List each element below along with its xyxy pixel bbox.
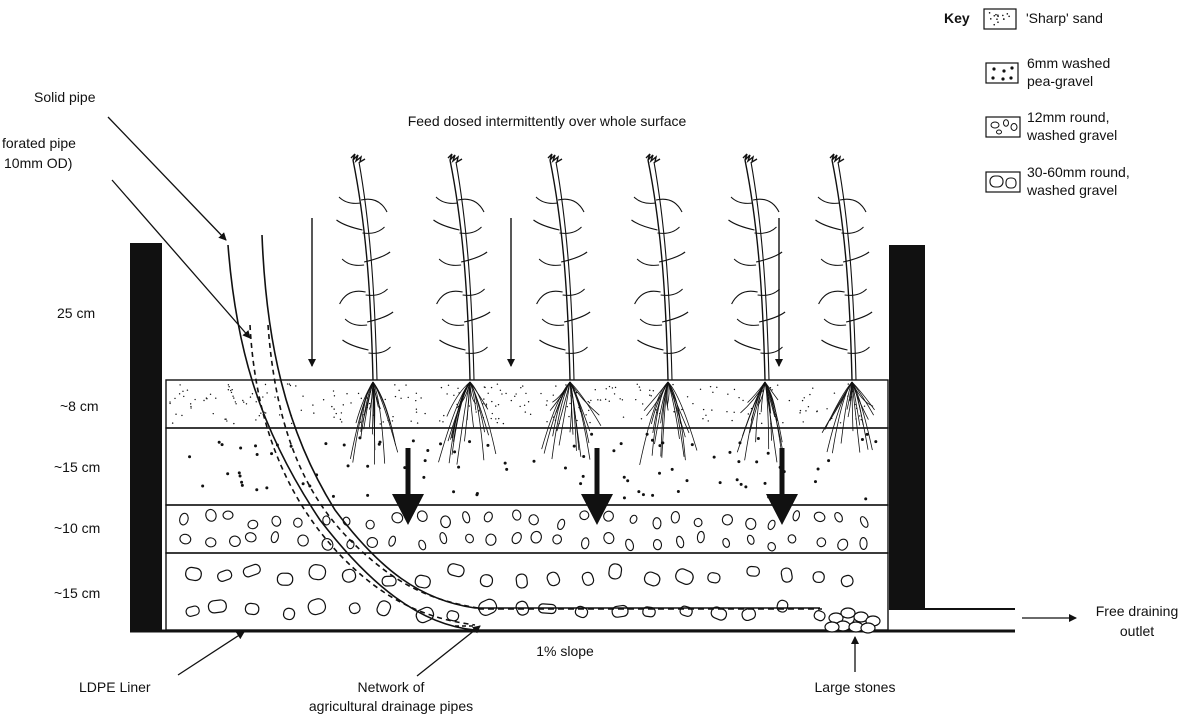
slope-label: 1% slope (536, 643, 594, 659)
right-wall (889, 245, 925, 608)
perforated-pipe-label-2: 10mm OD) (4, 155, 72, 171)
reed-plant (433, 153, 497, 465)
key-item-label: washed gravel (1026, 182, 1117, 198)
key-item-label: 30-60mm round, (1027, 164, 1130, 180)
key-title: Key (944, 10, 970, 26)
network-label-2: agricultural drainage pipes (309, 698, 473, 714)
solid-pipe-inner (261, 234, 820, 609)
reed-plant (631, 153, 698, 465)
pea-gravel-texture (188, 432, 878, 501)
liner-leader (177, 631, 245, 676)
reed-plant (728, 153, 786, 463)
key-item-label: 6mm washed (1027, 55, 1110, 71)
network-leader (416, 625, 481, 677)
key-legend: Key 'Sharp' sand 6mm washed pea-gravel 1… (944, 8, 1130, 198)
feed-label: Feed dosed intermittently over whole sur… (408, 113, 687, 129)
depth-label: ~10 cm (54, 520, 100, 536)
stones-label: Large stones (815, 679, 896, 695)
gravel-30-60mm-layer (165, 552, 889, 631)
flow-arrowhead (766, 494, 798, 525)
reed-plant (533, 153, 602, 460)
left-wall (130, 243, 162, 630)
round-gravel-12mm-swatch-icon (985, 116, 1021, 138)
gravel-12mm-texture (179, 508, 869, 552)
percolation-arrows (392, 448, 798, 525)
depth-label: ~8 cm (60, 398, 99, 414)
perforated-pipe (249, 324, 476, 626)
perforated-pipe-inner (267, 324, 479, 609)
flow-arrowhead (392, 494, 424, 525)
reed-plants (336, 153, 875, 465)
key-item-label: washed gravel (1026, 127, 1117, 143)
solid-pipe-label: Solid pipe (34, 89, 96, 105)
depth-label: ~15 cm (54, 585, 100, 601)
sharp-sand-layer (165, 379, 889, 429)
outlet-label-2: outlet (1120, 623, 1154, 639)
flow-arrowhead (581, 494, 613, 525)
depth-label: ~15 cm (54, 459, 100, 475)
depth-label: 25 cm (57, 305, 95, 321)
gravel-30-60mm-texture (185, 563, 855, 626)
liner-label: LDPE Liner (79, 679, 151, 695)
sharp-sand-swatch-icon (983, 8, 1017, 30)
perforated-pipe-label: forated pipe (2, 135, 76, 151)
key-item-label: 12mm round, (1027, 109, 1109, 125)
reed-plant (815, 153, 875, 454)
key-item-label: pea-gravel (1027, 73, 1093, 89)
round-gravel-30-60mm-swatch-icon (985, 171, 1021, 193)
solid-pipe-leader (107, 116, 227, 241)
reed-plant (336, 153, 399, 465)
key-item-label: 'Sharp' sand (1026, 10, 1103, 26)
large-stones (824, 607, 881, 634)
solid-pipe-outer (227, 244, 476, 631)
network-label: Network of (358, 679, 425, 695)
pea-gravel-swatch-icon (985, 62, 1019, 84)
feed-arrows (308, 218, 783, 367)
perforated-pipe-leader (111, 179, 251, 339)
outlet-label: Free draining (1096, 603, 1179, 619)
